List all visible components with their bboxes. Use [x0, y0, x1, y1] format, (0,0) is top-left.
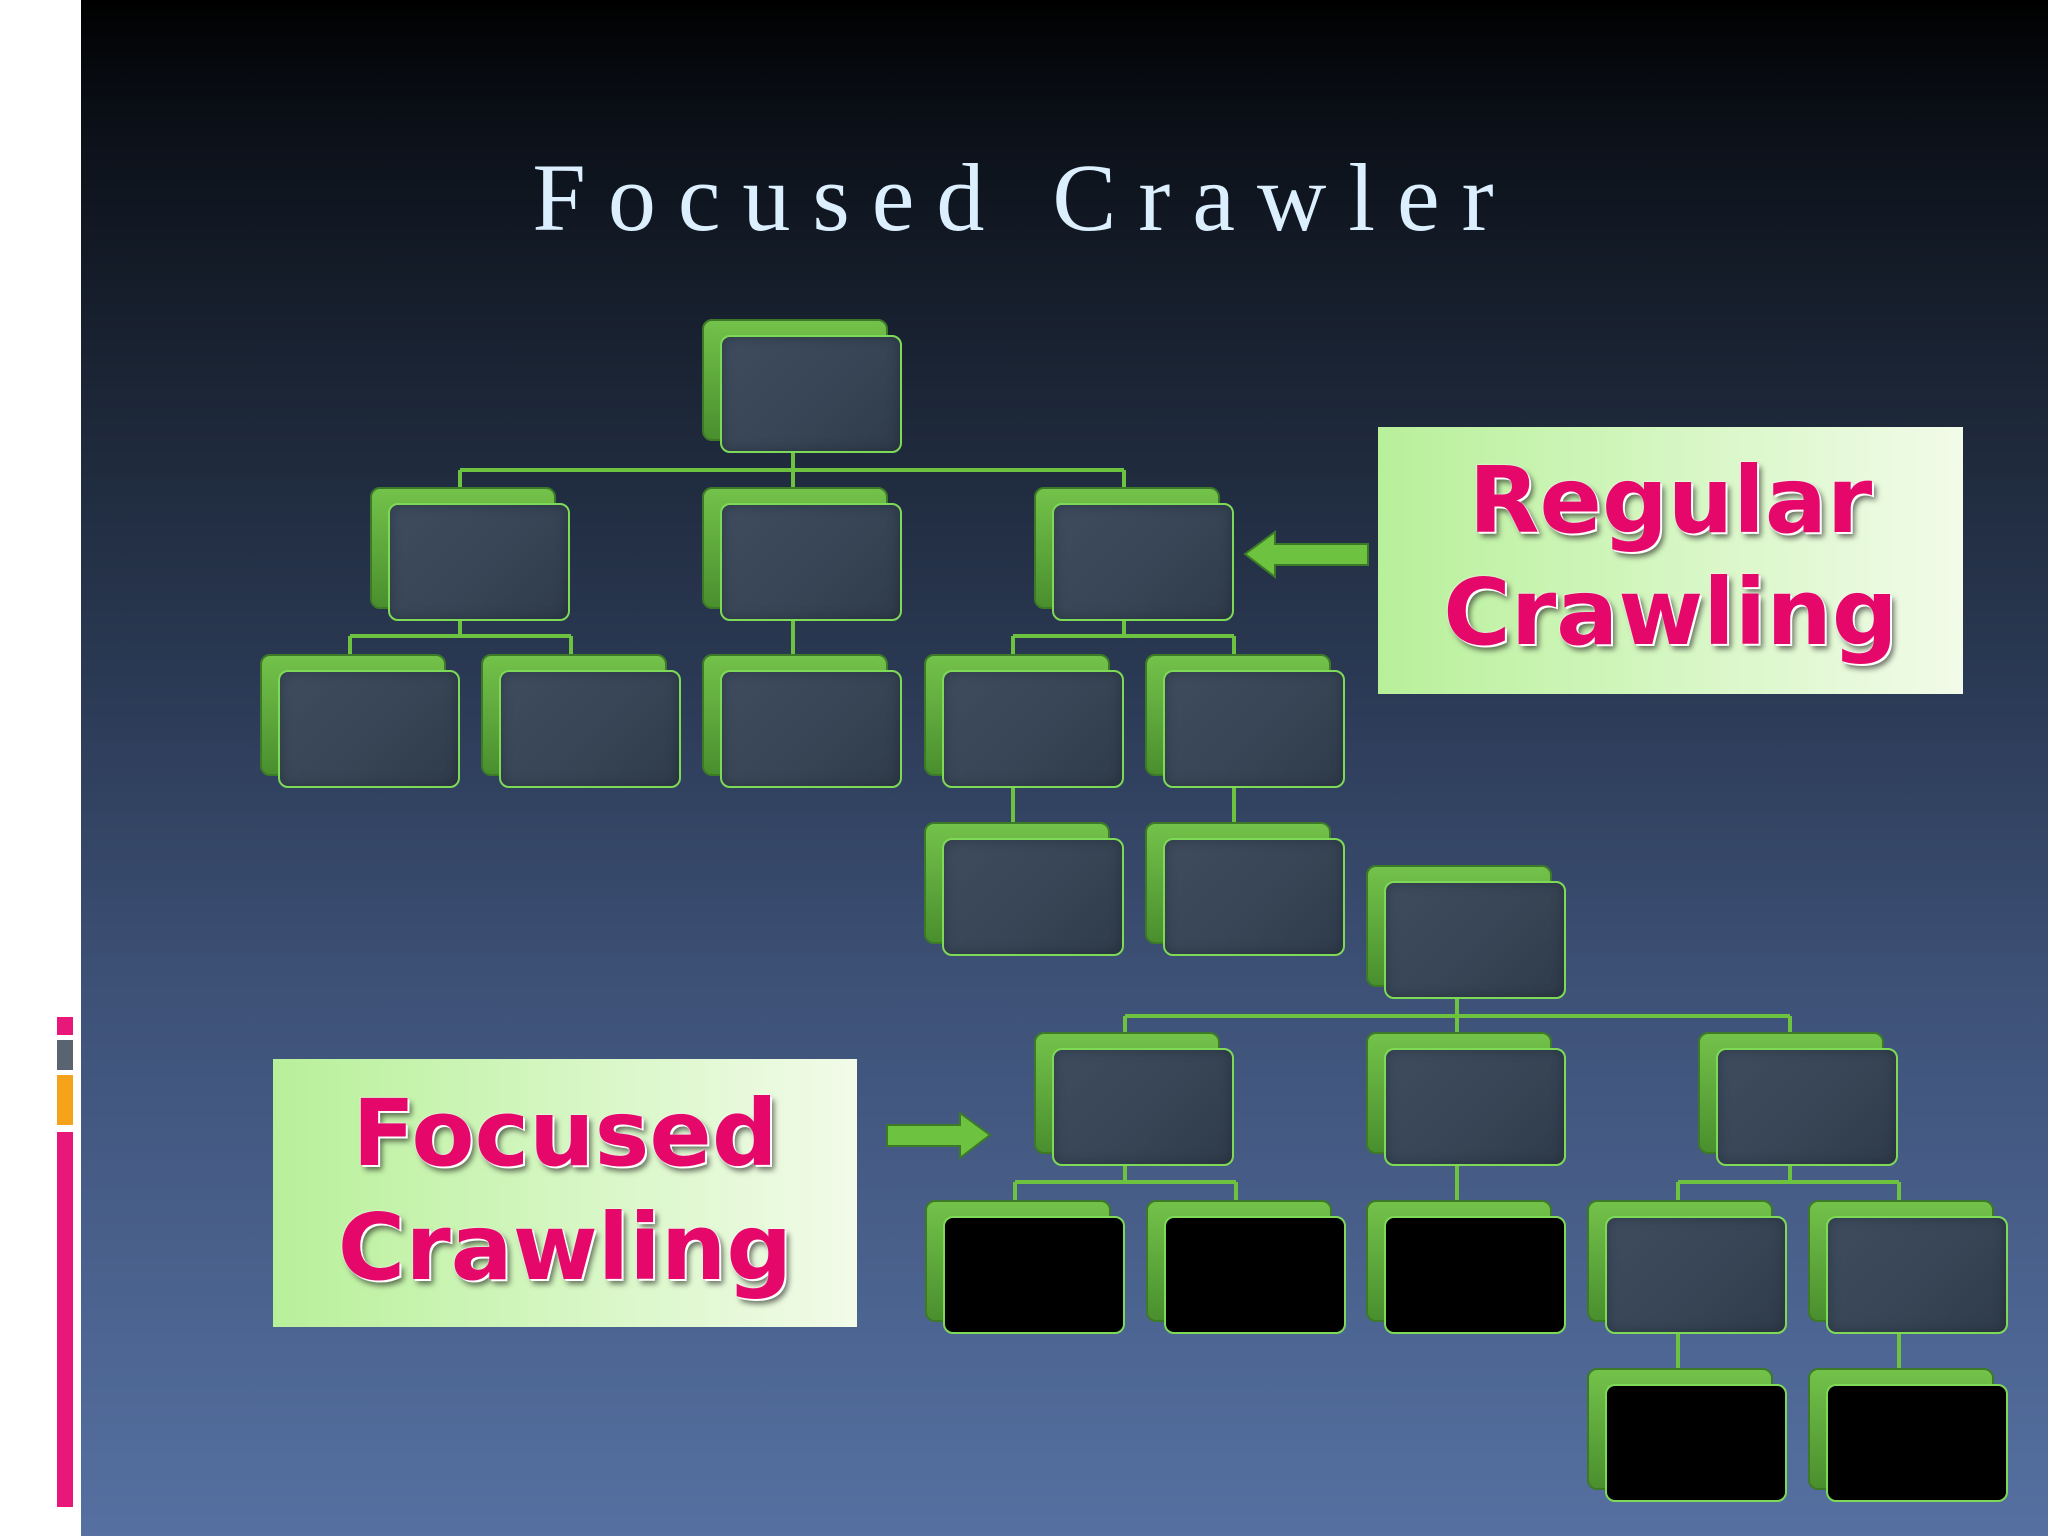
focused-node-l1-right: [1698, 1032, 1898, 1166]
tree-node-l2-5: [1145, 654, 1345, 788]
focused-node-root: [1366, 865, 1566, 999]
focused-node-l2-5: [1808, 1200, 2008, 1334]
tree-node-l1-right: [1034, 487, 1234, 621]
connector-fright-level2: [1676, 1164, 1901, 1218]
accent-stripe-pink-long: [57, 1132, 73, 1507]
accent-stripe-pink-small: [57, 1017, 73, 1035]
focused-node-l1-left: [1034, 1032, 1234, 1166]
focused-node-l2-4: [1587, 1200, 1787, 1334]
regular-label-line1: Regular: [1468, 447, 1873, 554]
arrow-right-icon: [886, 1111, 992, 1161]
tree-node-l1-left: [370, 487, 570, 621]
connector-fleft-level2: [1013, 1164, 1238, 1218]
accent-stripe-orange: [57, 1075, 73, 1125]
accent-stripe-gray: [57, 1040, 73, 1070]
focused-node-l3-2: [1808, 1368, 2008, 1502]
tree-node-l2-1: [260, 654, 460, 788]
focused-node-l1-middle: [1366, 1032, 1566, 1166]
focused-node-l2-3: [1366, 1200, 1566, 1334]
tree-node-l2-4: [924, 654, 1124, 788]
tree-node-root: [702, 319, 902, 453]
decorative-bars: [48, 185, 80, 235]
focused-label-line1: Focused: [352, 1080, 778, 1187]
arrow-left-icon: [1243, 530, 1369, 580]
focused-label-line2: Crawling: [337, 1194, 793, 1301]
focused-crawling-label: Focused Crawling: [273, 1059, 857, 1327]
focused-node-l3-1: [1587, 1368, 1787, 1502]
regular-crawling-label: Regular Crawling: [1378, 427, 1963, 694]
focused-node-l2-2: [1146, 1200, 1346, 1334]
tree-node-l3-2: [1145, 822, 1345, 956]
slide-title: Focused Crawler: [532, 144, 1516, 251]
connector-right-level2: [1011, 618, 1236, 672]
focused-node-l2-1: [925, 1200, 1125, 1334]
tree-node-l3-1: [924, 822, 1124, 956]
regular-label-line2: Crawling: [1443, 559, 1898, 666]
tree-node-l2-2: [481, 654, 681, 788]
connector-left-level2: [348, 618, 573, 672]
tree-node-l2-3: [702, 654, 902, 788]
tree-node-l1-middle: [702, 487, 902, 621]
